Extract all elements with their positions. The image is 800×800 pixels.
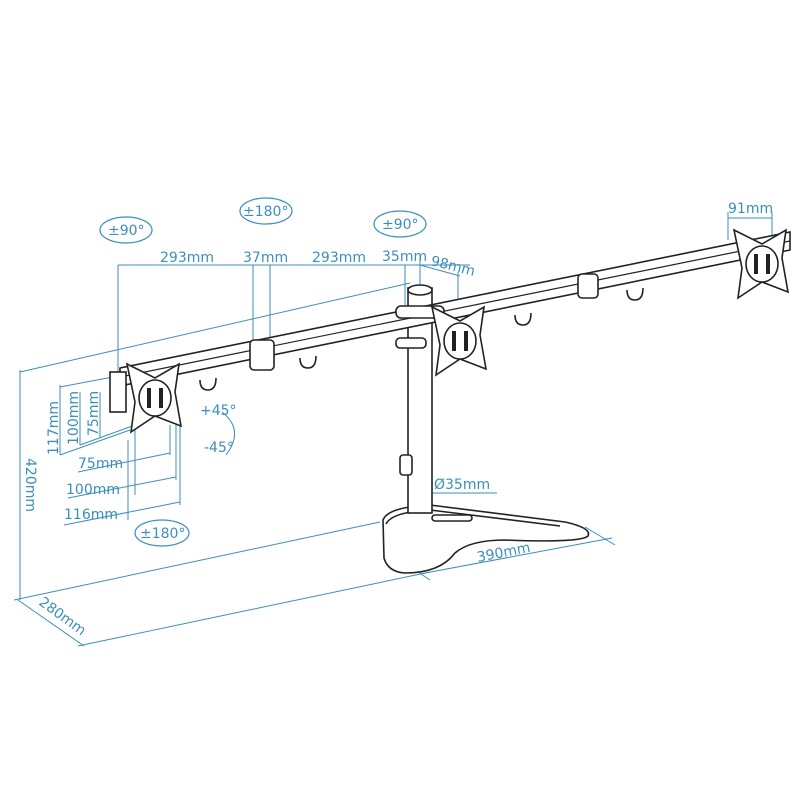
base-width-line [419, 537, 613, 575]
vesa-75-h-line [77, 452, 171, 473]
joint-width-label: 37mm [243, 250, 288, 266]
plate-slot [754, 254, 758, 274]
tilt-arc [221, 411, 235, 456]
cable-clip [514, 312, 532, 326]
tilt-up-label: +45° [200, 403, 237, 419]
tilt-bracket [109, 371, 127, 413]
pole-clamp-lower [395, 337, 427, 349]
vesa-100-label: 100mm [66, 391, 82, 445]
plate-slot [159, 388, 163, 408]
right-arm-length-label: 293mm [312, 250, 366, 266]
top-diagonal-line [19, 282, 411, 373]
arm-joint-right [577, 273, 599, 299]
pole-top-cap [407, 284, 433, 296]
monitor-mount [109, 228, 791, 574]
arm-joint [249, 339, 275, 371]
vesa-plate-left [109, 362, 183, 434]
depth-dimension-line [17, 599, 85, 647]
base-back-line [13, 521, 381, 601]
base-width-label: 390mm [476, 540, 532, 566]
pole-offset-label: 35mm [382, 249, 427, 265]
tilt-down-label: -45° [204, 440, 234, 456]
plate-hub [443, 322, 477, 360]
arm-seam [119, 240, 791, 378]
rotation-oval-bottom [134, 519, 190, 547]
height-label: 420mm [22, 458, 38, 512]
vesa-117-label: 117mm [46, 401, 62, 455]
cable-clips [199, 287, 644, 391]
vesa-plate-center [430, 305, 488, 377]
plate-depth-label: 98mm [429, 253, 477, 279]
cable-clip [199, 377, 217, 391]
rotation-label-center: ±90° [382, 217, 419, 233]
cable-clip [626, 287, 644, 301]
vesa-plate-right [732, 228, 790, 300]
cable-clip [399, 454, 413, 476]
plate-hub [745, 245, 779, 283]
cable-clip [299, 355, 317, 369]
plate-slot [452, 331, 456, 351]
plate-slot [147, 388, 151, 408]
base-cable-slot [431, 514, 473, 522]
plate-slot [464, 331, 468, 351]
plate-hub [138, 379, 172, 417]
right-plate-label: 91mm [728, 201, 773, 217]
left-arm-length-label: 293mm [160, 250, 214, 266]
vesa-75-h-label: 75mm [78, 456, 123, 472]
rotation-label-left: ±90° [108, 223, 145, 239]
depth-label: 280mm [36, 594, 89, 639]
vesa-75-label: 75mm [86, 391, 102, 436]
rotation-oval-left [99, 216, 153, 244]
plate-depth-line [419, 264, 461, 277]
pole-diameter-label: Ø35mm [434, 477, 490, 493]
vesa-v-top [59, 375, 119, 388]
rotation-label-middle: ±180° [243, 204, 288, 220]
vesa-116-h-line [63, 501, 181, 526]
base-front-line [77, 571, 431, 647]
vesa-v-bottom-100 [79, 424, 136, 446]
vesa-100-h-line [67, 476, 177, 499]
vesa-100-h-label: 100mm [66, 482, 120, 498]
rotation-oval-middle [239, 197, 293, 225]
plate-slot [766, 254, 770, 274]
vesa-v-bottom-117 [59, 429, 131, 456]
base-width-tick-right [584, 526, 616, 546]
rotation-label-bottom: ±180° [140, 526, 185, 542]
rotation-oval-center [373, 210, 427, 238]
vesa-116-h-label: 116mm [64, 507, 118, 523]
